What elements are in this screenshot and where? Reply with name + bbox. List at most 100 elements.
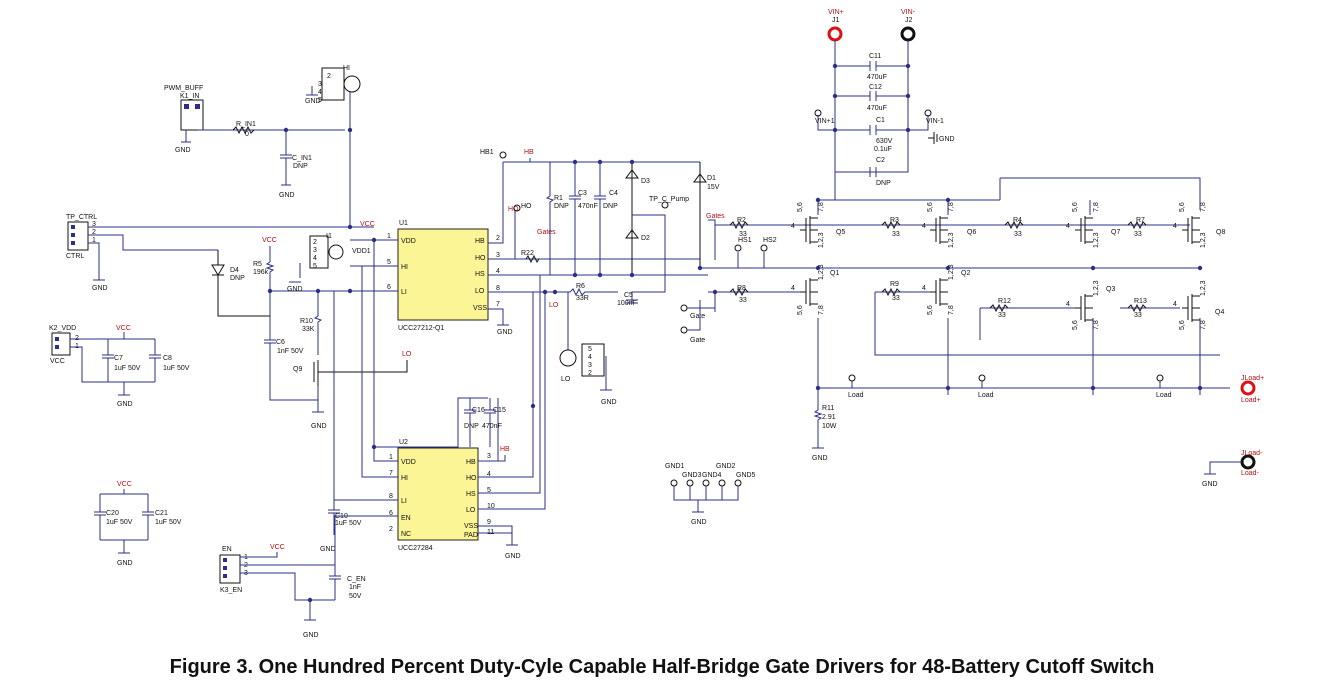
svg-text:LO: LO — [466, 507, 476, 514]
c16-value: DNP — [464, 423, 479, 430]
svg-text:R8: R8 — [737, 285, 746, 292]
c21-value: 1uF 50V — [155, 519, 182, 526]
hi-label: HI — [343, 65, 350, 72]
j2-terminal — [900, 26, 916, 42]
u1-ref: U1 — [399, 220, 408, 227]
svg-text:Load: Load — [1156, 392, 1172, 399]
tp-c-pump-label: TP_C_Pump — [649, 196, 689, 203]
k2-vdd-block: K2_VDD 2 1 VCC VCC C7 1uF 50V C8 1uF 50V… — [49, 325, 190, 408]
svg-text:4: 4 — [922, 223, 926, 230]
r5-value: 196k — [253, 269, 269, 276]
svg-text:5,6: 5,6 — [1072, 202, 1079, 212]
d4-diode — [211, 250, 270, 317]
svg-text:5: 5 — [313, 263, 317, 270]
c15-label: C15 — [493, 407, 506, 414]
d3-label: D3 — [641, 178, 650, 185]
c11-value: 470uF — [867, 74, 887, 81]
svg-text:5: 5 — [487, 487, 491, 494]
svg-text:33: 33 — [892, 231, 900, 238]
svg-text:Q3: Q3 — [1106, 286, 1115, 293]
svg-text:1,2,3: 1,2,3 — [948, 264, 955, 280]
gnd-label: GND — [117, 560, 133, 567]
svg-text:R3: R3 — [890, 217, 899, 224]
svg-text:4: 4 — [791, 285, 795, 292]
svg-text:Q7: Q7 — [1111, 229, 1120, 236]
vdd1-label: VDD1 — [352, 248, 371, 255]
svg-text:HS: HS — [475, 271, 485, 278]
c20-label: C20 — [106, 510, 119, 517]
svg-text:6: 6 — [389, 510, 393, 517]
c12-label: C12 — [869, 84, 882, 91]
svg-text:5,6: 5,6 — [1179, 202, 1186, 212]
svg-text:Load: Load — [848, 392, 864, 399]
k2-vdd-label: K2_VDD — [49, 325, 76, 332]
svg-text:3: 3 — [487, 453, 491, 460]
svg-text:3: 3 — [92, 221, 96, 228]
c10-value: 1uF 50V — [335, 520, 362, 527]
vin-plus-label: VIN+ — [828, 9, 844, 16]
svg-text:4: 4 — [1173, 301, 1177, 308]
u2-ref: U2 — [399, 439, 408, 446]
svg-text:6: 6 — [387, 284, 391, 291]
svg-text:GND1: GND1 — [665, 463, 685, 470]
d4-value: DNP — [230, 275, 245, 282]
svg-text:1,2,3: 1,2,3 — [818, 232, 825, 248]
svg-text:Q1: Q1 — [830, 270, 839, 277]
c3-value: 470nF — [578, 203, 598, 210]
wire — [88, 226, 374, 281]
svg-text:GND5: GND5 — [736, 472, 756, 479]
r22-label: R22 — [521, 250, 534, 257]
svg-text:4: 4 — [487, 471, 491, 478]
svg-text:R9: R9 — [890, 281, 899, 288]
lo-label-red: LO — [549, 302, 559, 309]
ctrl-logic-block: D4 DNP VCC R5 196k C6 1nF 50V R10 33K Q9… — [211, 237, 412, 430]
svg-text:HO: HO — [475, 255, 486, 262]
vin-block: VIN+ J1 VIN- J2 C11 470uF C12 470uF VIN+… — [814, 9, 955, 200]
jload-plus-terminal — [1240, 380, 1256, 396]
i1-connector — [309, 235, 329, 269]
svg-text:R4: R4 — [1013, 217, 1022, 224]
c6-label: C6 — [276, 339, 285, 346]
svg-text:GND4: GND4 — [702, 472, 722, 479]
tp-ctrl-connector — [67, 221, 89, 251]
schematic-canvas: PWM_BUFF K1_IN GND R_IN1 0 C_IN1 DNP GND… — [49, 9, 1264, 639]
svg-text:1,2,3: 1,2,3 — [1200, 232, 1207, 248]
svg-text:3: 3 — [496, 252, 500, 259]
r5-label: R5 — [253, 261, 262, 268]
svg-text:8: 8 — [389, 493, 393, 500]
vcc-label: VCC — [270, 544, 285, 551]
svg-text:2: 2 — [588, 370, 592, 377]
d1-diode — [693, 162, 707, 268]
svg-text:1,2,3: 1,2,3 — [1200, 280, 1207, 296]
u1-output-wires — [488, 162, 708, 326]
c8-label: C8 — [163, 355, 172, 362]
svg-text:HI: HI — [401, 475, 408, 482]
c20-value: 1uF 50V — [106, 519, 133, 526]
gnd-label: GND — [320, 546, 336, 553]
c7-value: 1uF 50V — [114, 365, 141, 372]
svg-text:R7: R7 — [1136, 217, 1145, 224]
load-plus-label: Load+ — [1241, 397, 1261, 404]
gnd-label: GND — [1202, 481, 1218, 488]
c-en-label: C_EN — [347, 576, 366, 583]
tp-ctrl-block: TP_CTRL 3 2 1 CTRL GND — [66, 214, 374, 292]
q9-mosfet — [313, 360, 408, 386]
svg-text:Q6: Q6 — [967, 229, 976, 236]
svg-text:7: 7 — [496, 301, 500, 308]
q1-mosfet: 4 Q1 5,6 7,8 1,2,3 — [791, 264, 839, 315]
en-block: EN 1 2 3 K3_EN VCC C_EN 1nF 50V GND — [219, 515, 398, 639]
lo-probe-block: LO 5 4 3 2 GND — [559, 292, 617, 406]
c12-value: 470uF — [867, 105, 887, 112]
r1-wire — [545, 162, 555, 275]
svg-text:VSS: VSS — [464, 523, 478, 530]
q3-mosfet: 4 Q3 5,6 7,8 1,2,3 — [1066, 280, 1115, 330]
vcc-label: VCC — [117, 481, 132, 488]
q6-mosfet: 4 Q6 5,6 7,8 1,2,3 — [922, 202, 976, 248]
r1-value: DNP — [554, 203, 569, 210]
d2-label: D2 — [641, 235, 650, 242]
vin1m-label: VIN-1 — [926, 118, 944, 125]
svg-text:HS: HS — [466, 491, 476, 498]
mosfets: 4 Q5 5,6 7,8 1,2,3 4 Q6 5,6 7,8 1,2,3 4 … — [791, 202, 1225, 330]
svg-text:VSS: VSS — [473, 305, 487, 312]
lo-connector — [581, 343, 605, 377]
